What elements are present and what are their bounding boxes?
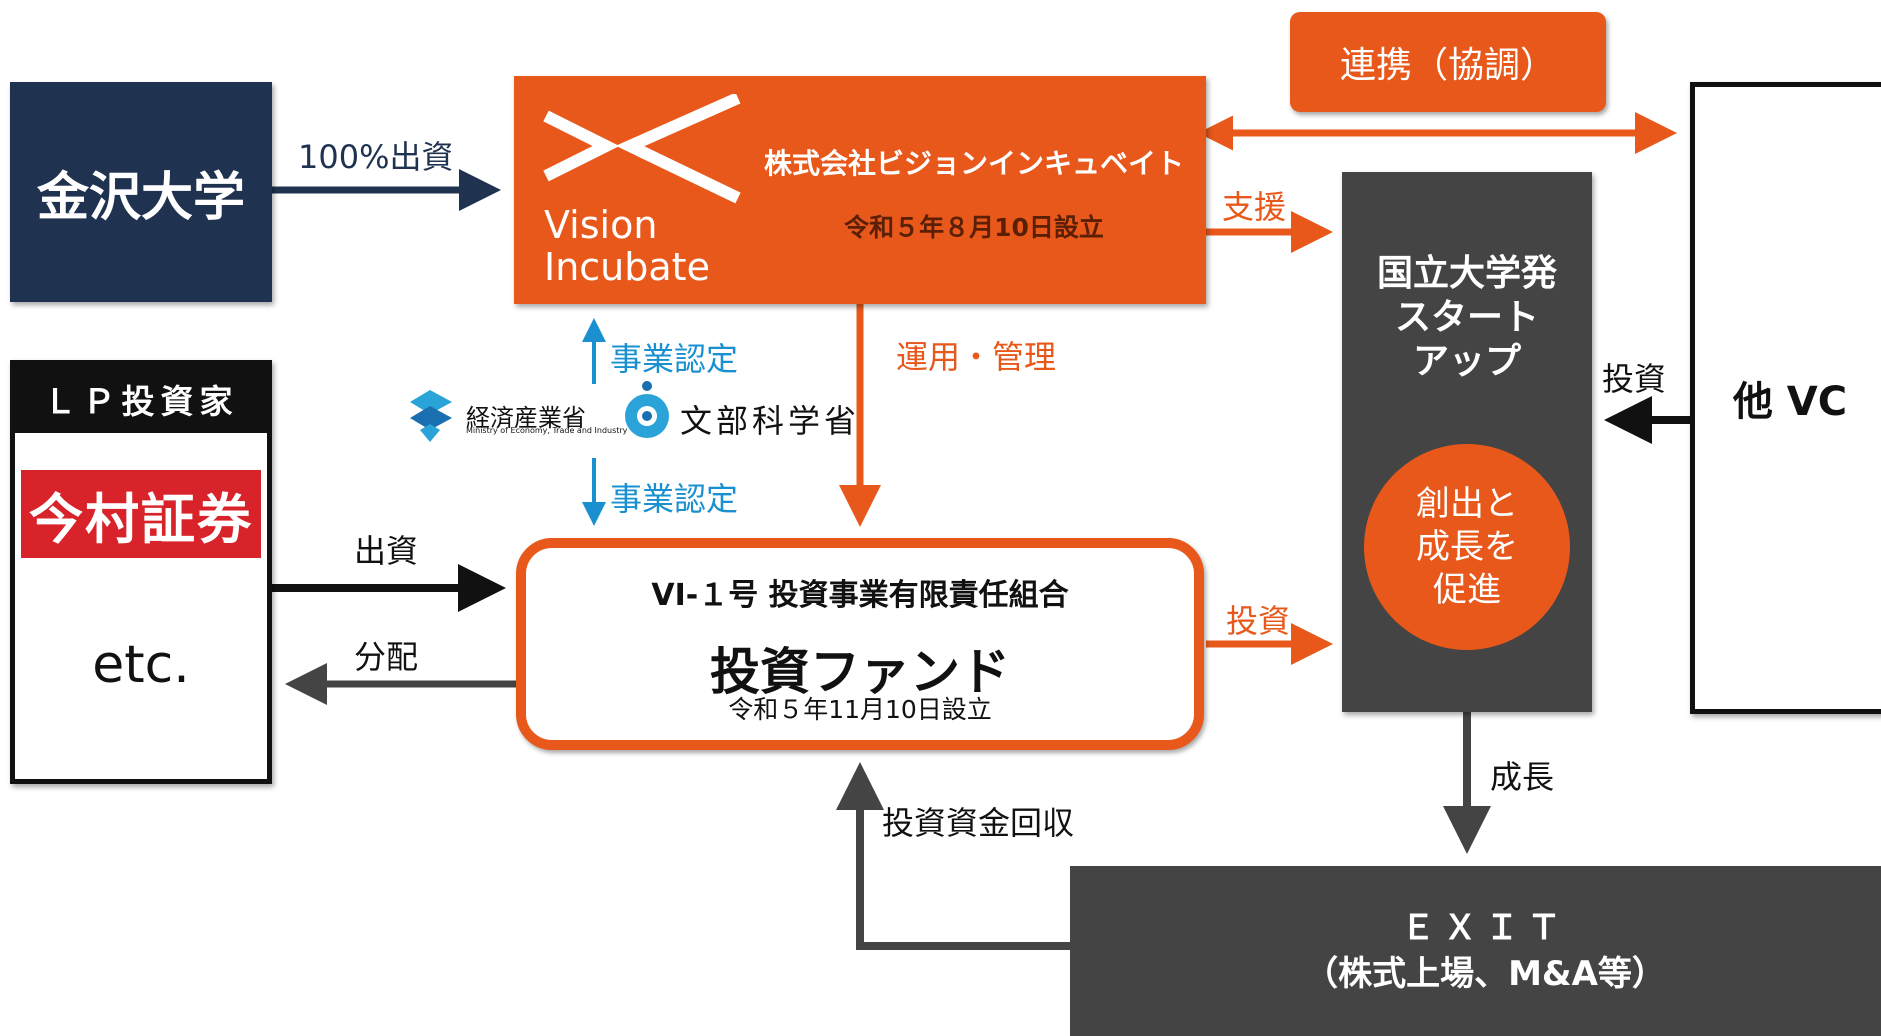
- vision-incubate-company-name: 株式会社ビジョンインキュベイト: [763, 147, 1184, 180]
- kanazawa-university-node: 金沢大学: [10, 82, 272, 302]
- vision-incubate-logo-icon: [543, 94, 741, 204]
- circle-line2: 成長を: [1416, 526, 1518, 567]
- circle-line3: 促進: [1433, 569, 1501, 610]
- university-startup-title: 国立大学発 スタート アップ: [1342, 252, 1592, 384]
- label-fund-distribute: 分配: [354, 638, 419, 676]
- kanazawa-university-label: 金沢大学: [36, 167, 245, 228]
- startup-title-line1: 国立大学発: [1376, 253, 1557, 294]
- meti-english-name: Ministry of Economy, Trade and Industry: [466, 426, 628, 435]
- creation-growth-circle: 創出と 成長を 促進: [1364, 444, 1570, 650]
- university-startup-node: 国立大学発 スタート アップ 創出と 成長を 促進: [1342, 172, 1592, 712]
- label-recovery: 投資資金回収: [882, 804, 1075, 842]
- collaboration-badge: 連携（協調）: [1290, 12, 1606, 112]
- other-vc-node: 他 VC: [1690, 82, 1881, 714]
- lp-etc-label: etc.: [15, 625, 267, 705]
- collaboration-label: 連携（協調）: [1339, 45, 1556, 86]
- label-fund-invest: 投資: [1226, 602, 1291, 640]
- vision-incubate-founded-date: 令和５年８月10日設立: [844, 213, 1104, 242]
- label-vi-manage: 運用・管理: [896, 338, 1057, 376]
- circle-line1: 創出と: [1416, 483, 1518, 524]
- exit-title: ＥＸＩＴ: [1401, 908, 1569, 948]
- lp-investors-label: ＬＰ投資家: [43, 382, 239, 421]
- exit-node: ＥＸＩＴ （株式上場、M&A等）: [1070, 866, 1881, 1036]
- label-growth: 成長: [1490, 758, 1555, 796]
- label-lp-invest: 出資: [354, 532, 419, 570]
- fund-title: 投資ファンド: [710, 643, 1010, 701]
- vision-incubate-logo-wordmark: Vision Incubate: [544, 204, 710, 288]
- lp-investors-node: ＬＰ投資家 今村証券 etc.: [10, 360, 272, 784]
- mext-name: 文部科学省: [680, 402, 861, 440]
- investment-fund-node: VI-１号 投資事業有限責任組合 投資ファンド 令和５年11月10日設立: [516, 538, 1204, 750]
- fund-founded-date: 令和５年11月10日設立: [728, 695, 992, 724]
- vision-incubate-logo-line1: Vision: [544, 203, 658, 247]
- edge-recovery: [836, 762, 1070, 950]
- imamura-securities-text: 今村証券: [29, 486, 253, 551]
- vision-incubate-node: Vision Incubate 株式会社ビジョンインキュベイト 令和５年８月10…: [514, 76, 1206, 304]
- mext-logo-icon: [625, 381, 669, 438]
- startup-title-line2: スタート: [1394, 297, 1539, 338]
- startup-title-line3: アップ: [1412, 341, 1521, 382]
- label-cert-top: 事業認定: [610, 340, 739, 378]
- label-cert-bottom: 事業認定: [610, 480, 739, 518]
- lp-investors-header: ＬＰ投資家: [15, 365, 267, 433]
- imamura-securities-logo: 今村証券: [21, 470, 261, 558]
- other-vc-label: 他 VC: [1732, 379, 1848, 425]
- lp-etc-text: etc.: [92, 635, 190, 695]
- label-vi-support: 支援: [1222, 188, 1287, 226]
- meti-name: 経済産業省: [466, 404, 586, 432]
- meti-logo-icon: [410, 390, 452, 442]
- exit-subtitle: （株式上場、M&A等）: [1304, 954, 1666, 994]
- fund-partnership-name: VI-１号 投資事業有限責任組合: [651, 578, 1069, 613]
- label-vc-invest: 投資: [1602, 360, 1667, 398]
- vision-incubate-logo-line2: Incubate: [544, 245, 710, 289]
- label-kanazawa-investment: 100%出資: [298, 138, 454, 176]
